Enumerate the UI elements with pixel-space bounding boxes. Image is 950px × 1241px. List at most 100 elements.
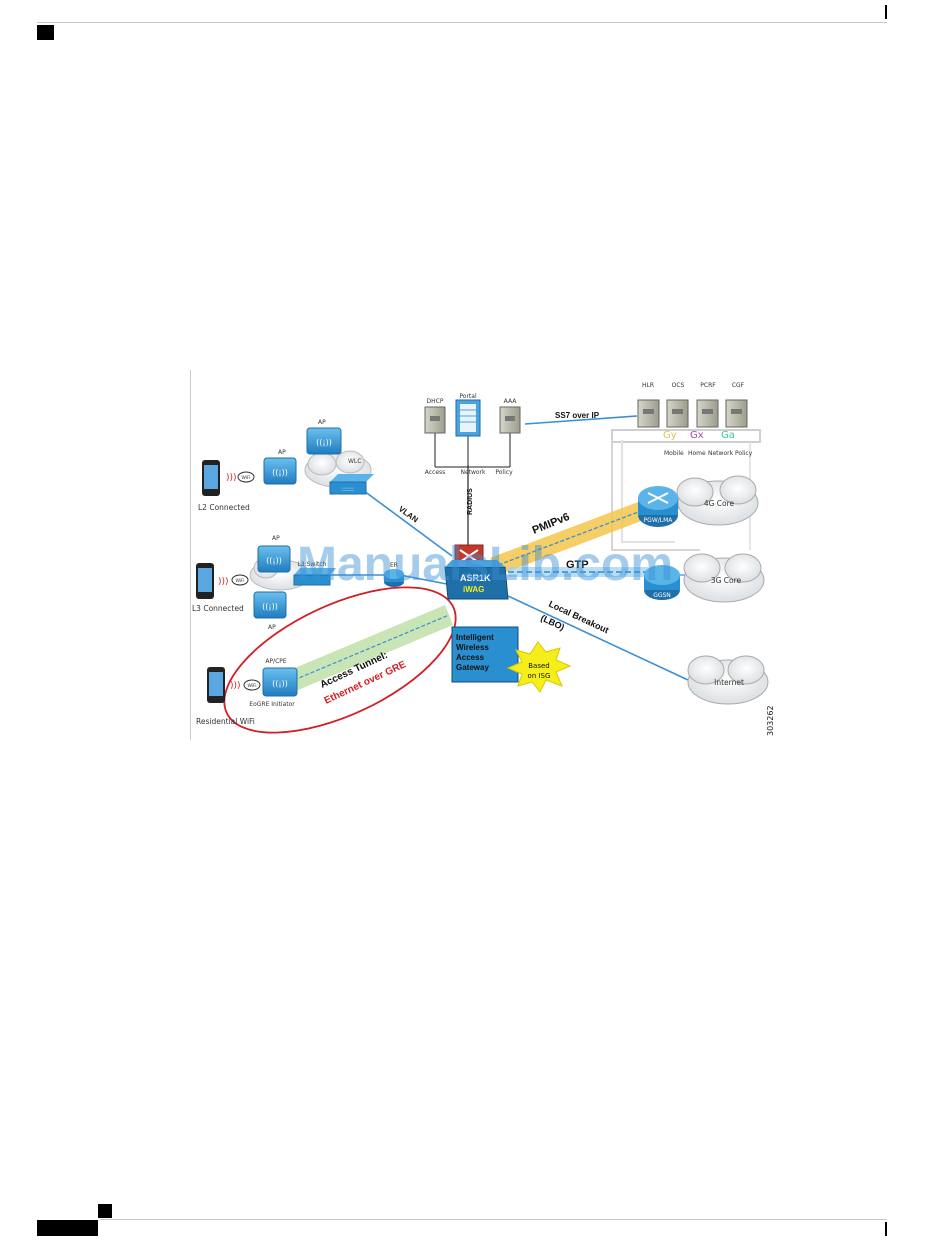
network2-label: Network	[708, 450, 734, 457]
network-policy-label: Network	[460, 469, 486, 476]
hlr-server: HLR	[637, 382, 660, 428]
iwag-label: iWAG	[463, 585, 484, 594]
asr1k-label: ASR1K	[460, 573, 491, 583]
starburst-line2: on ISG	[528, 672, 551, 680]
cloud-internet-label: Internet	[714, 678, 744, 687]
residential-ellipse	[223, 586, 457, 734]
vlan-label: VLAN	[397, 504, 420, 524]
router-label: ER	[390, 562, 398, 569]
dhcp-server: DHCP	[424, 398, 446, 434]
ap-cpe: ((¡)) AP/CPE EoGRE Initiator	[249, 658, 298, 708]
callout-line3: Access	[456, 653, 485, 662]
pgw-router: PGW/LMA	[638, 486, 678, 527]
figure-number: 303262	[766, 705, 775, 736]
cgf-server: CGF	[725, 382, 748, 428]
links	[290, 415, 761, 690]
vlan-link	[359, 487, 453, 557]
callout-line2: Wireless	[456, 643, 489, 652]
mobile-label: Mobile	[664, 450, 684, 457]
wifi-badge-residential: WiFi	[247, 683, 256, 689]
ap-l3-bottom: ((¡)) AP	[253, 591, 287, 631]
wlc-controller: :::::: WLC	[329, 458, 374, 495]
ap-cpe-label: AP/CPE	[265, 658, 287, 665]
asr1k-iwag: ASR1K iWAG	[444, 544, 509, 600]
policy-policy-label: Policy	[495, 469, 513, 476]
iwag-callout: Intelligent Wireless Access Gateway	[451, 626, 519, 683]
footer-rule	[100, 1219, 887, 1220]
cloud-4g-core: 4G Core	[676, 475, 759, 526]
svg-text:))): )))	[226, 473, 237, 483]
isg-starburst: Based on ISG	[506, 641, 572, 693]
aaa-label: AAA	[504, 398, 518, 405]
phone-l2-label: L2 Connected	[198, 503, 250, 512]
watermark: ManualsLib.com	[297, 538, 673, 591]
starburst-line1: Based	[528, 662, 550, 670]
hlr-label: HLR	[642, 382, 654, 389]
ss7-label: SS7 over IP	[555, 411, 600, 420]
portal-label: Portal	[459, 393, 477, 400]
eogre-initiator-label: EoGRE Initiator	[249, 701, 295, 708]
svg-text:((¡)): ((¡))	[272, 679, 288, 688]
portal-server: Portal	[455, 393, 481, 437]
wifi-badge-l2: WiFi	[241, 475, 250, 481]
header-corner-mark	[37, 25, 54, 40]
l3-switch: L3 Switch	[293, 561, 336, 586]
cloud-4g-label: 4G Core	[704, 499, 735, 508]
cloud-internet: Internet	[687, 655, 769, 705]
ap-l3-top: ((¡)) AP	[257, 535, 291, 573]
footer-corner-mark	[98, 1204, 112, 1218]
ggsn-label: GGSN	[653, 592, 671, 599]
phone-l2: ))) WiFi L2 Connected	[198, 460, 255, 512]
phone-residential: ))) WiFi Residential WiFi	[196, 667, 261, 726]
home-label: Home	[688, 450, 706, 457]
callout-line1: Intelligent	[456, 633, 494, 642]
ap-left: ((¡)) AP	[263, 449, 297, 485]
pcrf-label: PCRF	[700, 382, 716, 389]
l3-switch-label: L3 Switch	[298, 561, 327, 568]
edge-router: ER	[384, 562, 404, 587]
footer-bar	[37, 1220, 98, 1236]
ocs-server: OCS	[666, 382, 689, 428]
ocs-label: OCS	[672, 382, 685, 389]
phone-residential-label: Residential WiFi	[196, 717, 255, 726]
ap-left-label: AP	[278, 449, 286, 456]
ap-l3-bottom-label: AP	[268, 624, 276, 631]
footer-tick	[885, 1222, 887, 1236]
svg-text:((¡)): ((¡))	[272, 468, 288, 477]
dhcp-label: DHCP	[427, 398, 444, 405]
svg-text:((¡)): ((¡))	[262, 602, 278, 611]
ss7-link	[524, 415, 638, 425]
cloud-3g-label: 3G Core	[711, 576, 742, 585]
svg-text:((¡)): ((¡))	[266, 556, 282, 565]
wifi-badge-l3: WiFi	[235, 578, 244, 584]
ggsn-router: GGSN	[644, 565, 680, 600]
policy2-label: Policy	[735, 450, 753, 457]
lbo-link	[507, 595, 689, 681]
phone-l3: ))) WiFi L3 Connected	[192, 563, 249, 613]
svg-text:))): )))	[218, 577, 229, 587]
ap-top-label: AP	[318, 419, 326, 426]
aaa-server: AAA	[499, 398, 521, 434]
gy-label: Gy	[663, 430, 677, 441]
ap-l3-top-label: AP	[272, 535, 280, 542]
gtp-label: GTP	[566, 559, 589, 571]
svg-text:))): )))	[230, 681, 241, 691]
phone-l3-label: L3 Connected	[192, 604, 244, 613]
header-rule	[37, 22, 887, 23]
gtp-tunnel	[508, 567, 648, 577]
wlc-label: WLC	[348, 458, 361, 465]
lbo-label: (LBO)	[539, 613, 566, 633]
cgf-label: CGF	[732, 382, 745, 389]
pcrf-server: PCRF	[696, 382, 719, 428]
gx-label: Gx	[690, 430, 704, 441]
svg-text:::::::: ::::::	[342, 486, 354, 493]
ap-top: ((¡)) AP	[306, 419, 342, 455]
pgw-label: PGW/LMA	[644, 517, 674, 524]
cloud-3g-core: 3G Core	[683, 553, 765, 603]
ga-label: Ga	[721, 430, 735, 441]
network-diagram: 4G Core 3G Core Internet DHCP Portal AAA…	[190, 370, 780, 740]
radius-label: RADIUS	[467, 488, 474, 515]
access-policy-label: Access	[425, 469, 446, 476]
header-tick	[885, 5, 887, 19]
svg-text:((¡)): ((¡))	[316, 438, 332, 447]
